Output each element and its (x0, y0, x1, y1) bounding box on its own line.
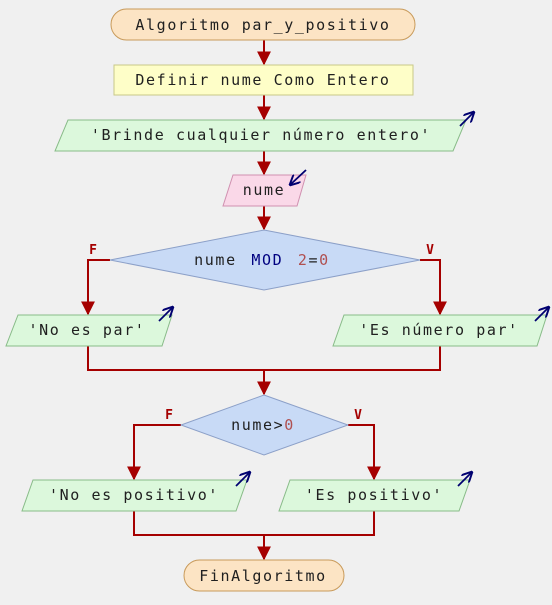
output-arrow-icon (459, 113, 473, 127)
not-positive-label: 'No es positivo' (49, 486, 219, 504)
decision-mod: nume MOD 2=0 F V (89, 229, 434, 291)
not-positive-output: 'No es positivo' (21, 473, 249, 512)
connector-merge2 (133, 511, 375, 536)
decision-mod-false-flag: F (89, 243, 97, 258)
output-arrow-icon (235, 473, 249, 487)
output-arrow-icon (457, 473, 471, 487)
flow-connectors (81, 40, 447, 561)
positive-output: 'Es positivo' (278, 473, 471, 512)
output-arrow-icon (158, 308, 172, 322)
decision-positive-label: nume>0 (231, 416, 295, 434)
connector-merge1 (87, 346, 441, 371)
connector-decision1-true (420, 259, 447, 316)
connector-decision2-false (127, 424, 181, 481)
not-even-label: 'No es par' (29, 321, 146, 339)
start-terminator: Algoritmo par_y_positivo (110, 8, 416, 41)
not-even-output: 'No es par' (5, 308, 172, 347)
define-process: Definir nume Como Entero (113, 64, 414, 96)
decision-mod-label: nume MOD 2=0 (194, 251, 330, 269)
read-label: nume (243, 181, 286, 199)
output-arrow-icon (534, 308, 548, 322)
decision-positive-false-flag: F (165, 408, 173, 423)
even-label: 'Es número par' (359, 321, 518, 339)
positive-label: 'Es positivo' (305, 486, 443, 504)
end-terminator: FinAlgoritmo (183, 559, 345, 592)
even-output: 'Es número par' (332, 308, 548, 347)
connector-decision2-true (348, 424, 381, 481)
decision-positive: nume>0 F V (165, 394, 362, 456)
decision-positive-true-flag: V (354, 408, 362, 423)
define-label: Definir nume Como Entero (135, 71, 390, 89)
prompt-output: 'Brinde cualquier número entero' (54, 113, 473, 152)
start-label: Algoritmo par_y_positivo (135, 16, 390, 34)
end-label: FinAlgoritmo (199, 567, 327, 585)
decision-mod-true-flag: V (426, 243, 434, 258)
prompt-label: 'Brinde cualquier número entero' (91, 126, 431, 144)
connector-decision1-false (81, 259, 110, 316)
read-input: nume (222, 169, 307, 207)
input-arrow-icon (291, 169, 307, 184)
